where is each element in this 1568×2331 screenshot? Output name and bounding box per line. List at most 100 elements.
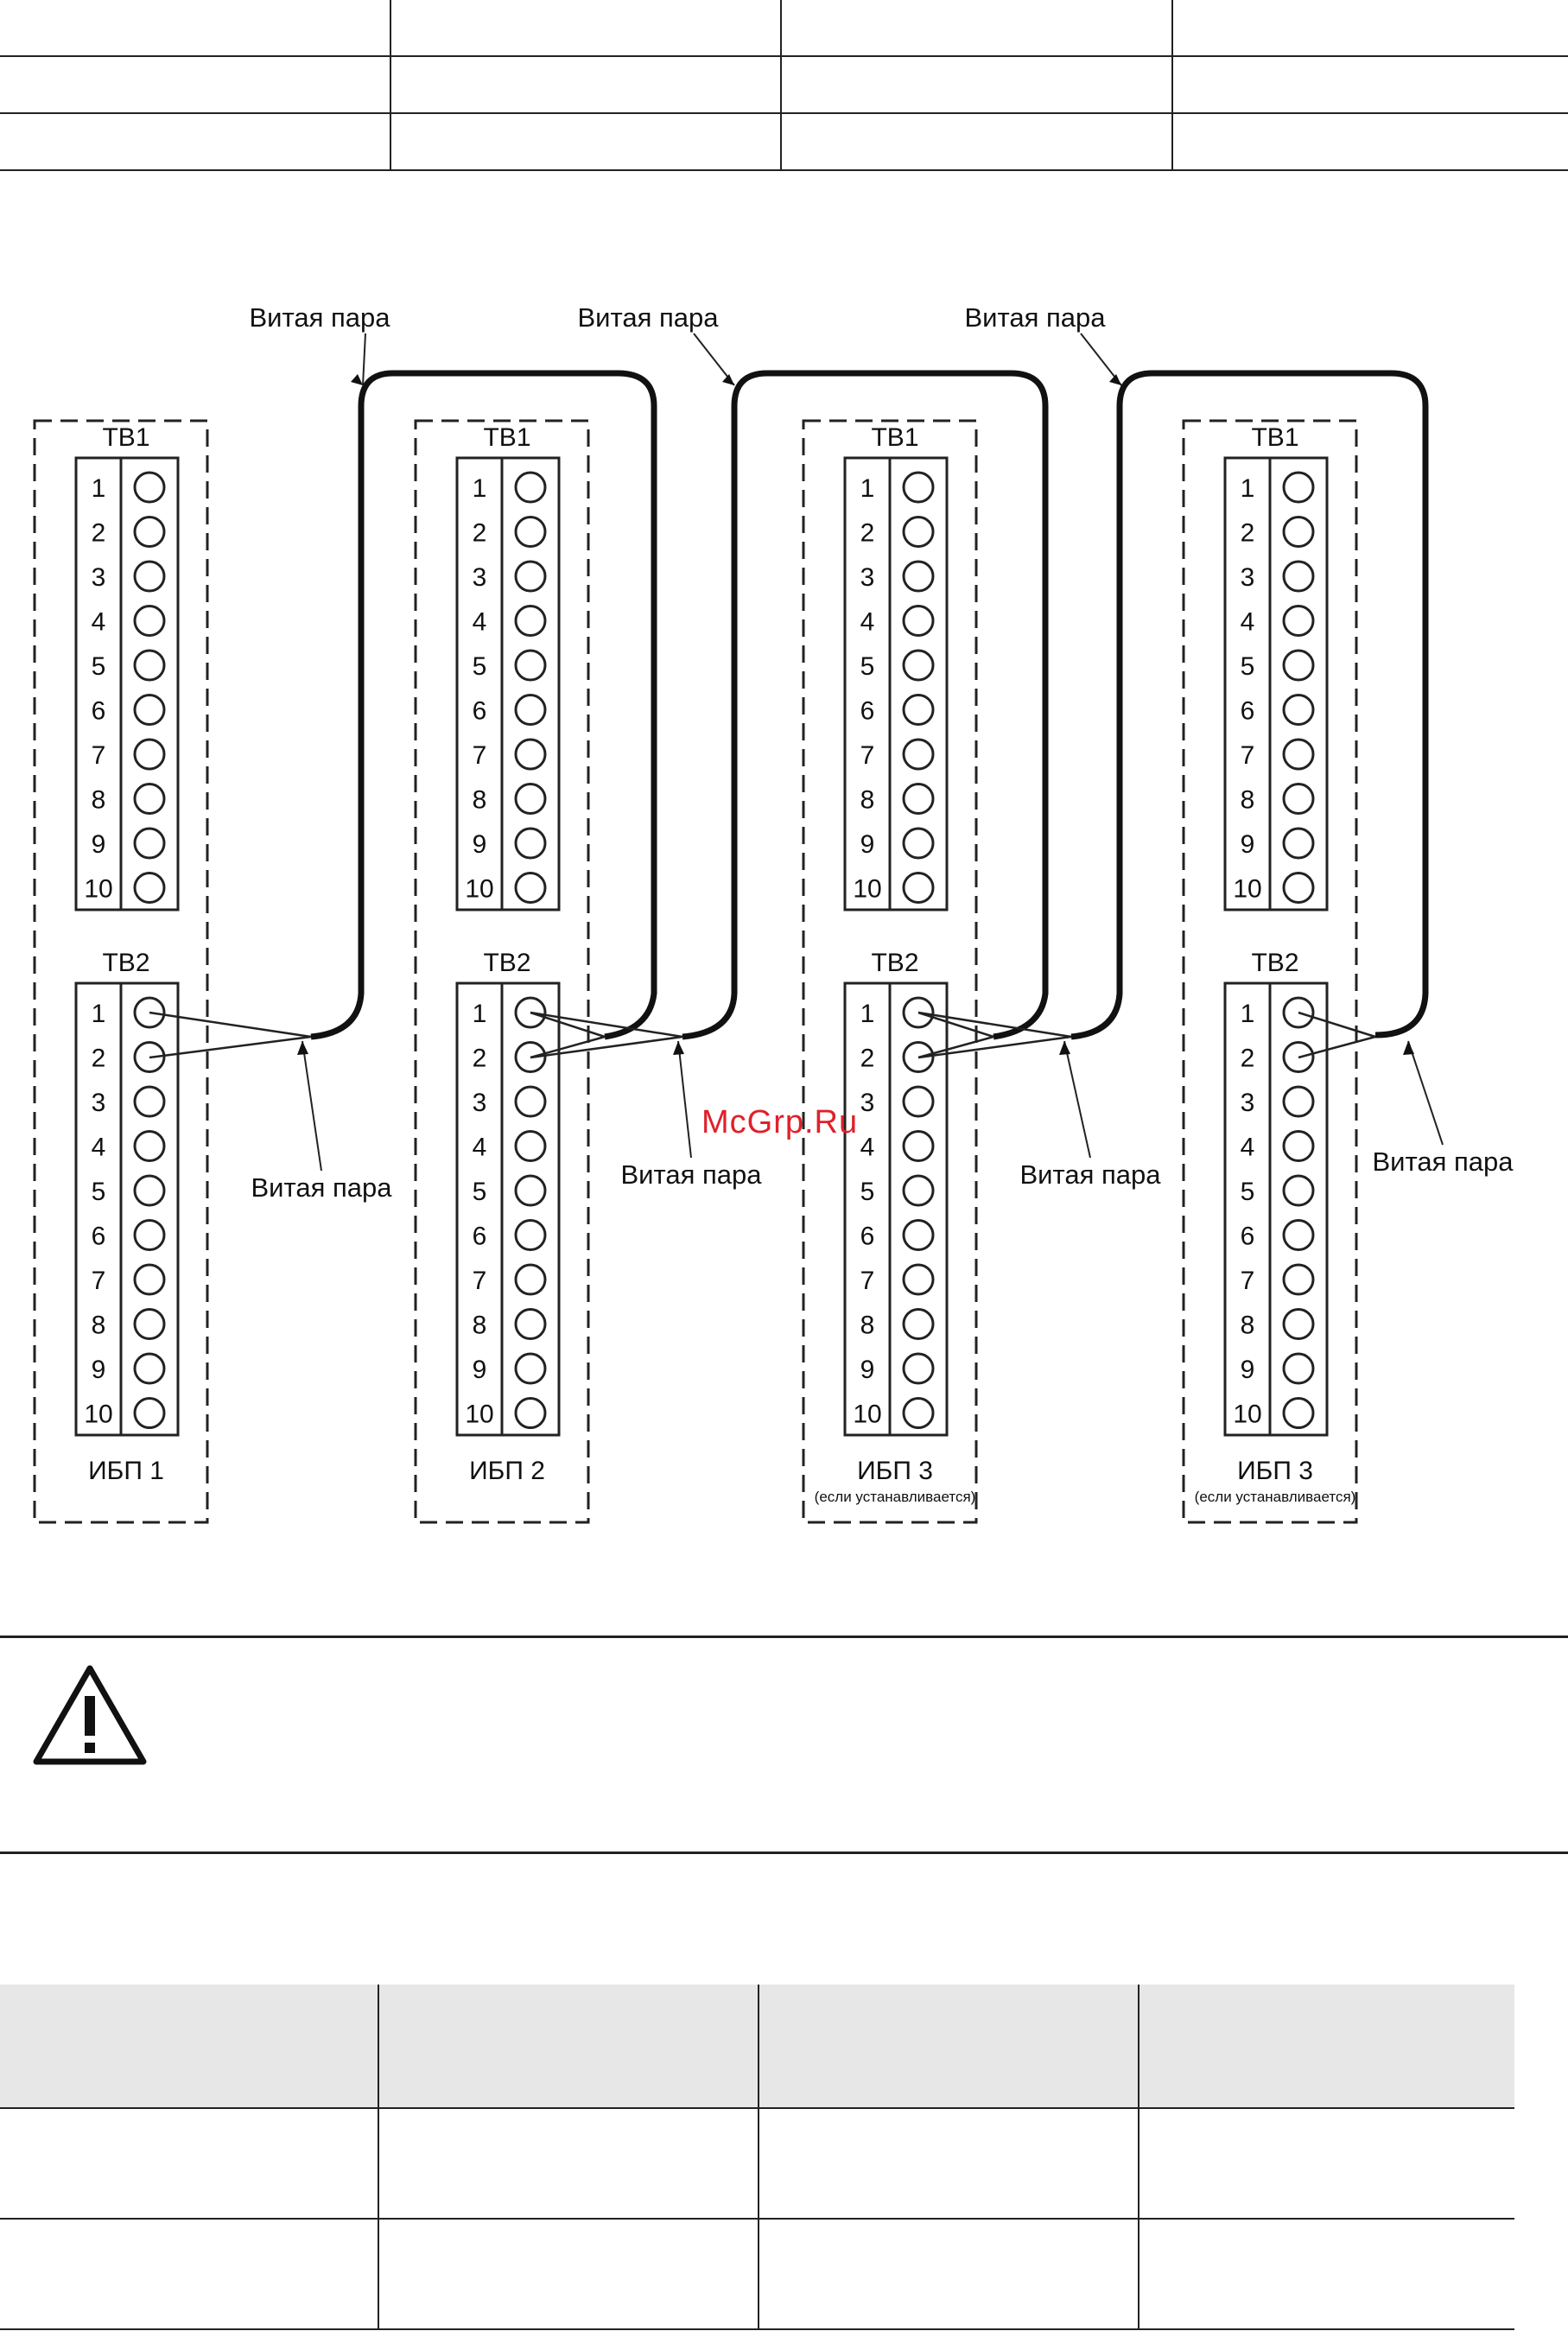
terminal-number: 6 [860, 697, 875, 726]
terminal-number: 3 [92, 1089, 106, 1117]
terminal-screw [133, 783, 166, 815]
table-cell [390, 56, 782, 113]
terminal-screw [514, 1263, 547, 1296]
label-arrow [302, 1040, 322, 1172]
terminal-screw [133, 1308, 166, 1340]
cable-label: Витая пара [251, 1172, 393, 1203]
table-cell [378, 2219, 759, 2329]
cable-label: Витая пара [965, 302, 1107, 333]
label-arrow [1063, 1040, 1091, 1159]
terminal-screw [1282, 694, 1315, 726]
cable-label-bottom-3: Витая пара [1020, 1040, 1161, 1190]
terminal-number: 2 [860, 1045, 875, 1073]
terminal-number: 3 [92, 563, 106, 592]
wire [917, 1035, 994, 1059]
terminal-number: 5 [860, 1178, 875, 1206]
terminal-screw [902, 1219, 935, 1251]
terminal-number: 4 [1241, 608, 1255, 637]
terminal-number: 7 [473, 741, 487, 770]
terminal-number: 6 [860, 1223, 875, 1251]
table-cell [390, 0, 782, 56]
terminal-number: 7 [92, 1267, 106, 1295]
terminal-number: 3 [860, 563, 875, 592]
terminal-number: 5 [1241, 1178, 1255, 1206]
terminal-number: 7 [92, 741, 106, 770]
terminal-number: 9 [860, 830, 875, 859]
terminal-screw [133, 560, 166, 593]
terminal-screw [133, 1219, 166, 1251]
terminal-screw [1282, 560, 1315, 593]
terminal-number: 6 [1241, 1223, 1255, 1251]
ups-enclosure [414, 419, 590, 1524]
terminal-number: 6 [92, 1223, 106, 1251]
terminal-screw [133, 516, 166, 548]
table-cell [758, 2219, 1140, 2329]
wire [917, 1011, 994, 1038]
table-cell [1139, 1985, 1514, 2108]
cable-label-top-3: Витая пара [965, 302, 1122, 386]
terminal-screw [1282, 1352, 1315, 1385]
terminal-number: 9 [92, 830, 106, 859]
label-arrow [362, 333, 366, 386]
ups-note: (если устанавливается) [815, 1489, 976, 1505]
ups-name: ИБП 2 [469, 1457, 545, 1485]
terminal-number: 8 [860, 1312, 875, 1340]
terminal-number: 4 [473, 608, 487, 637]
table-cell [758, 2108, 1140, 2219]
terminal-number: 7 [473, 1267, 487, 1295]
terminal-number: 5 [473, 1178, 487, 1206]
ups-enclosure [33, 419, 209, 1524]
terminal-screw [902, 1085, 935, 1118]
terminal-screw [514, 516, 547, 548]
terminal-number: 6 [1241, 697, 1255, 726]
terminal-screw [1282, 1085, 1315, 1118]
terminal-number: 1 [473, 1000, 487, 1028]
terminal-number: 6 [473, 1223, 487, 1251]
table-cell [758, 1985, 1140, 2108]
wire [530, 1011, 683, 1038]
warning-top-rule [0, 1636, 1568, 1638]
wire [149, 1011, 312, 1038]
tb1-label: TB1 [102, 423, 149, 452]
terminal-number: 4 [860, 1134, 875, 1162]
terminal-screw [514, 1130, 547, 1162]
warning-triangle-icon [33, 1665, 147, 1765]
terminal-screw [902, 827, 935, 860]
terminal-screw [514, 1352, 547, 1385]
terminal-number: 7 [860, 1267, 875, 1295]
terminal-screw [902, 1352, 935, 1385]
wire [1298, 1035, 1376, 1059]
terminal-number: 2 [1241, 519, 1255, 548]
terminal-number: 1 [92, 1000, 106, 1028]
ups-enclosure [1182, 419, 1358, 1524]
terminal-screw [133, 1174, 166, 1207]
terminal-number: 3 [1241, 1089, 1255, 1117]
terminal-number: 2 [92, 519, 106, 548]
cable-label: Витая пара [621, 1159, 763, 1190]
wire [530, 1035, 683, 1059]
terminal-number: 9 [92, 1356, 106, 1384]
terminal-screw [514, 471, 547, 504]
terminal-screw [133, 738, 166, 771]
terminal-screw [1282, 827, 1315, 860]
tb1-label: TB1 [483, 423, 530, 452]
ups-name: ИБП 1 [88, 1457, 164, 1485]
table-row [0, 2219, 1514, 2329]
terminal-screw [133, 694, 166, 726]
table-row [0, 2108, 1514, 2219]
wire [149, 1035, 312, 1059]
terminal-number: 3 [1241, 563, 1255, 592]
terminal-screw [514, 560, 547, 593]
terminal-number: 4 [92, 608, 106, 637]
terminal-screw [1282, 783, 1315, 815]
terminal-screw [514, 783, 547, 815]
terminal-screw [133, 1263, 166, 1296]
cable-label-bottom-1: Витая пара [251, 1040, 393, 1203]
